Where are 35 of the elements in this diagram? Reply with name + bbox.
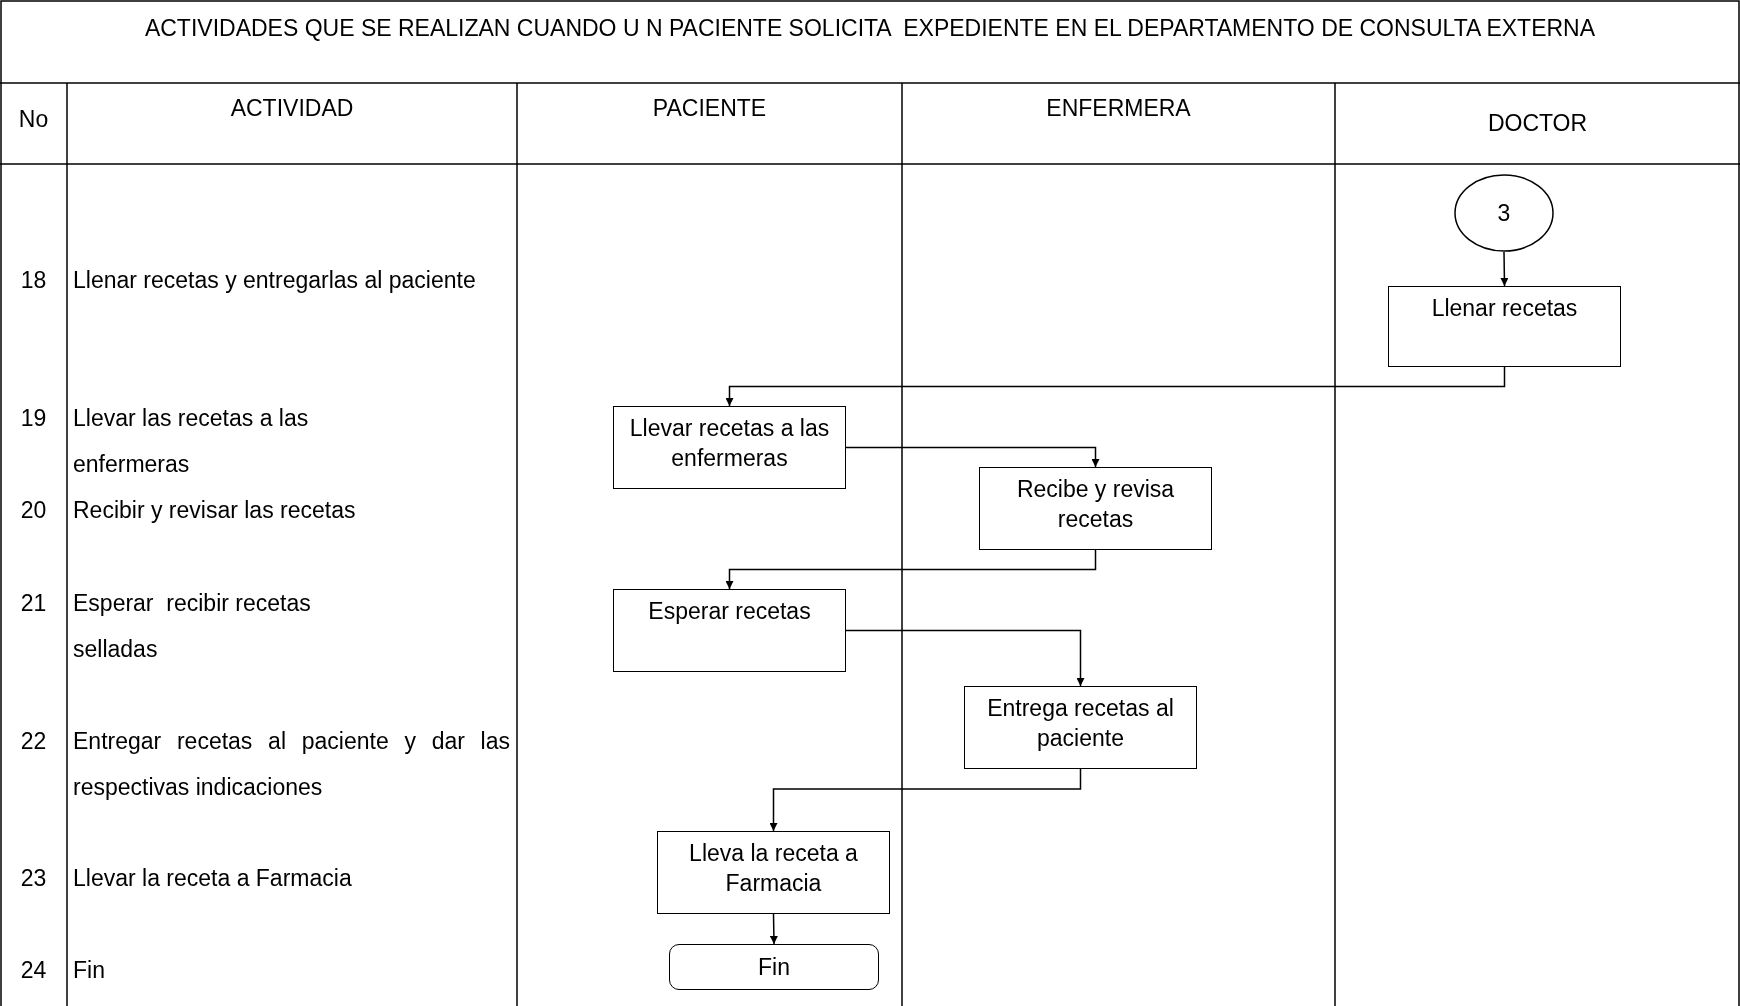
column-header: ENFERMERA xyxy=(1045,94,1192,123)
process-box: Entrega recetas al paciente xyxy=(964,686,1197,769)
activity-text: Recibir y revisar las recetas xyxy=(73,496,357,525)
table-title: ACTIVIDADES QUE SE REALIZAN CUANDO U N PACIENTE SOLICITA EXPEDIENTE EN EL DEPARTAMENTO DE CONSULTA EXTERNA xyxy=(143,14,1597,43)
arrow xyxy=(845,446,1100,468)
process-box: Esperar recetas xyxy=(613,589,846,672)
activity-text: Fin xyxy=(73,956,106,985)
column-header: PACIENTE xyxy=(651,94,768,123)
activity-text: Llevar la receta a Farmacia xyxy=(73,864,353,893)
process-box: Llenar recetas xyxy=(1388,286,1621,367)
column-header: ACTIVIDAD xyxy=(229,94,355,123)
process-box: Lleva la receta a Farmacia xyxy=(657,831,890,914)
activity-text: Esperar recibir recetas selladas xyxy=(73,589,312,664)
column-header: DOCTOR xyxy=(1486,109,1589,138)
connector-circle: 3 xyxy=(1454,174,1554,252)
process-box: Recibe y revisa recetas xyxy=(979,467,1212,550)
arrow xyxy=(769,768,1082,832)
process-box: Llevar recetas a las enfermeras xyxy=(613,406,846,489)
arrow xyxy=(769,913,778,945)
arrow xyxy=(725,366,1506,407)
terminator-box: Fin xyxy=(669,944,879,990)
arrow xyxy=(725,549,1097,590)
step-number: 22 xyxy=(19,727,48,756)
column-header: No xyxy=(17,105,50,134)
step-number: 19 xyxy=(19,404,48,433)
step-number: 24 xyxy=(19,956,48,985)
step-number: 23 xyxy=(19,864,48,893)
arrow xyxy=(1500,251,1509,287)
activity-text: Entregar recetas al paciente y dar las respectivas indicaciones xyxy=(73,727,510,802)
activity-text: Llenar recetas y entregarlas al paciente xyxy=(73,266,477,295)
step-number: 18 xyxy=(19,266,48,295)
activity-text: Llevar las recetas a las enfermeras xyxy=(73,404,310,479)
step-number: 21 xyxy=(19,589,48,618)
arrow xyxy=(845,629,1085,687)
step-number: 20 xyxy=(19,496,48,525)
